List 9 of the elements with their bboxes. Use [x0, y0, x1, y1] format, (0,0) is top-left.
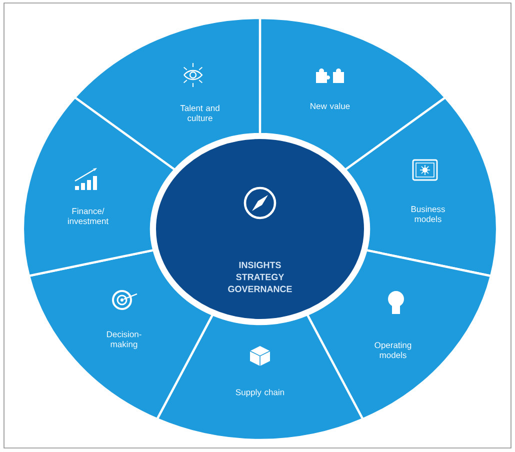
- wheel-segment: Decision-making: [28, 249, 214, 420]
- wheel-segment: Finance/ investment: [22, 96, 176, 277]
- node-label: Business models: [411, 206, 445, 222]
- wheel-segment: New value: [258, 16, 446, 171]
- wheel-segment: Talent and culture: [74, 16, 262, 171]
- node-label: Operating models: [374, 342, 412, 358]
- node-label: Supply chain: [236, 389, 284, 397]
- wheel-segment: Supply chain: [156, 313, 364, 442]
- wheel-segment: Operating models: [306, 249, 492, 420]
